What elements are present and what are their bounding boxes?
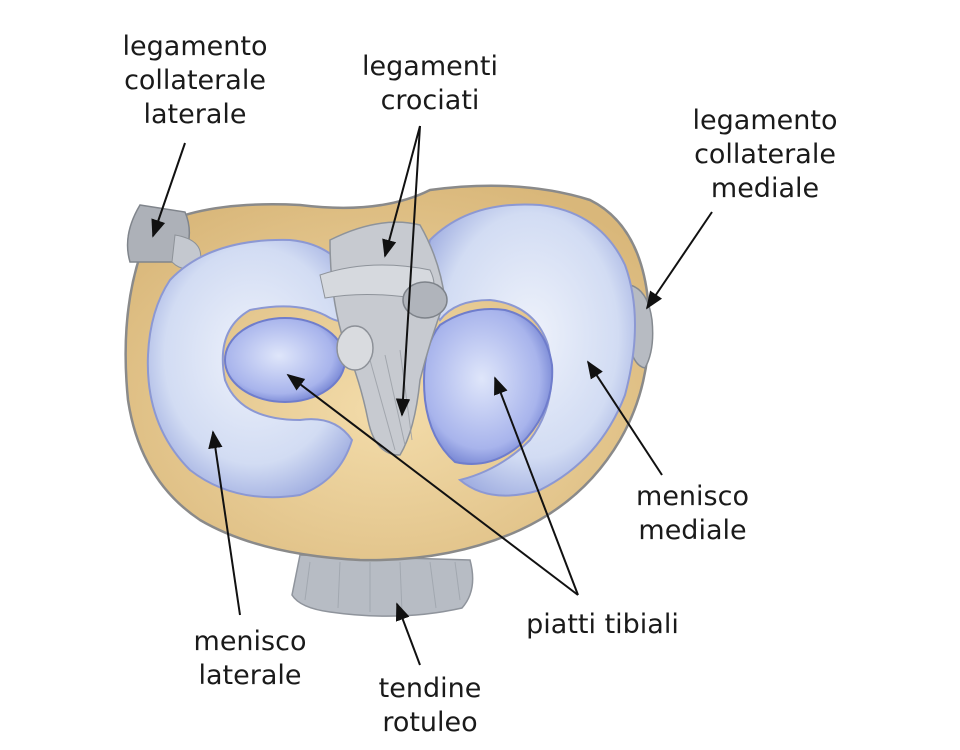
label-line: legamento	[692, 105, 838, 136]
label-line: crociati	[380, 85, 480, 116]
label-line: laterale	[143, 99, 247, 130]
label-tibial-plateaus: piatti tibiali	[505, 608, 700, 642]
label-medial-meniscus: menisco mediale	[610, 480, 775, 548]
label-cruciate-ligaments: legamenti crociati	[335, 50, 525, 118]
medial-meniscus-shape	[424, 203, 636, 497]
arrow-tibial-lateral	[286, 373, 579, 596]
arrow-medial-meniscus	[587, 360, 663, 476]
arrow-cruciate-2	[395, 125, 421, 417]
label-line: mediale	[710, 173, 820, 204]
label-line: mediale	[638, 515, 747, 546]
lateral-tibial-plateau-shape	[224, 317, 346, 403]
arrow-lcl	[151, 142, 186, 238]
arrow-cruciate-1	[382, 125, 421, 258]
label-line: piatti tibiali	[526, 609, 679, 640]
label-line: menisco	[636, 481, 749, 512]
label-line: menisco	[193, 626, 307, 657]
label-line: tendine	[378, 673, 482, 704]
arrow-mcl	[645, 211, 713, 310]
label-line: legamento	[122, 31, 268, 62]
label-lateral-collateral-ligament: legamento collaterale laterale	[95, 30, 295, 132]
arrow-patellar-tendon	[395, 602, 421, 666]
patellar-tendon-shape	[291, 554, 474, 617]
label-line: legamenti	[362, 51, 498, 82]
label-lateral-meniscus: menisco laterale	[170, 625, 330, 693]
label-line: collaterale	[694, 139, 836, 170]
label-patellar-tendon: tendine rotuleo	[350, 672, 510, 740]
annotation-arrows	[151, 125, 713, 666]
label-line: laterale	[198, 660, 302, 691]
arrow-tibial-medial	[494, 376, 579, 596]
label-line: collaterale	[124, 65, 266, 96]
label-medial-collateral-ligament: legamento collaterale mediale	[660, 104, 870, 206]
label-line: rotuleo	[382, 707, 478, 738]
arrow-lateral-meniscus	[208, 430, 241, 616]
